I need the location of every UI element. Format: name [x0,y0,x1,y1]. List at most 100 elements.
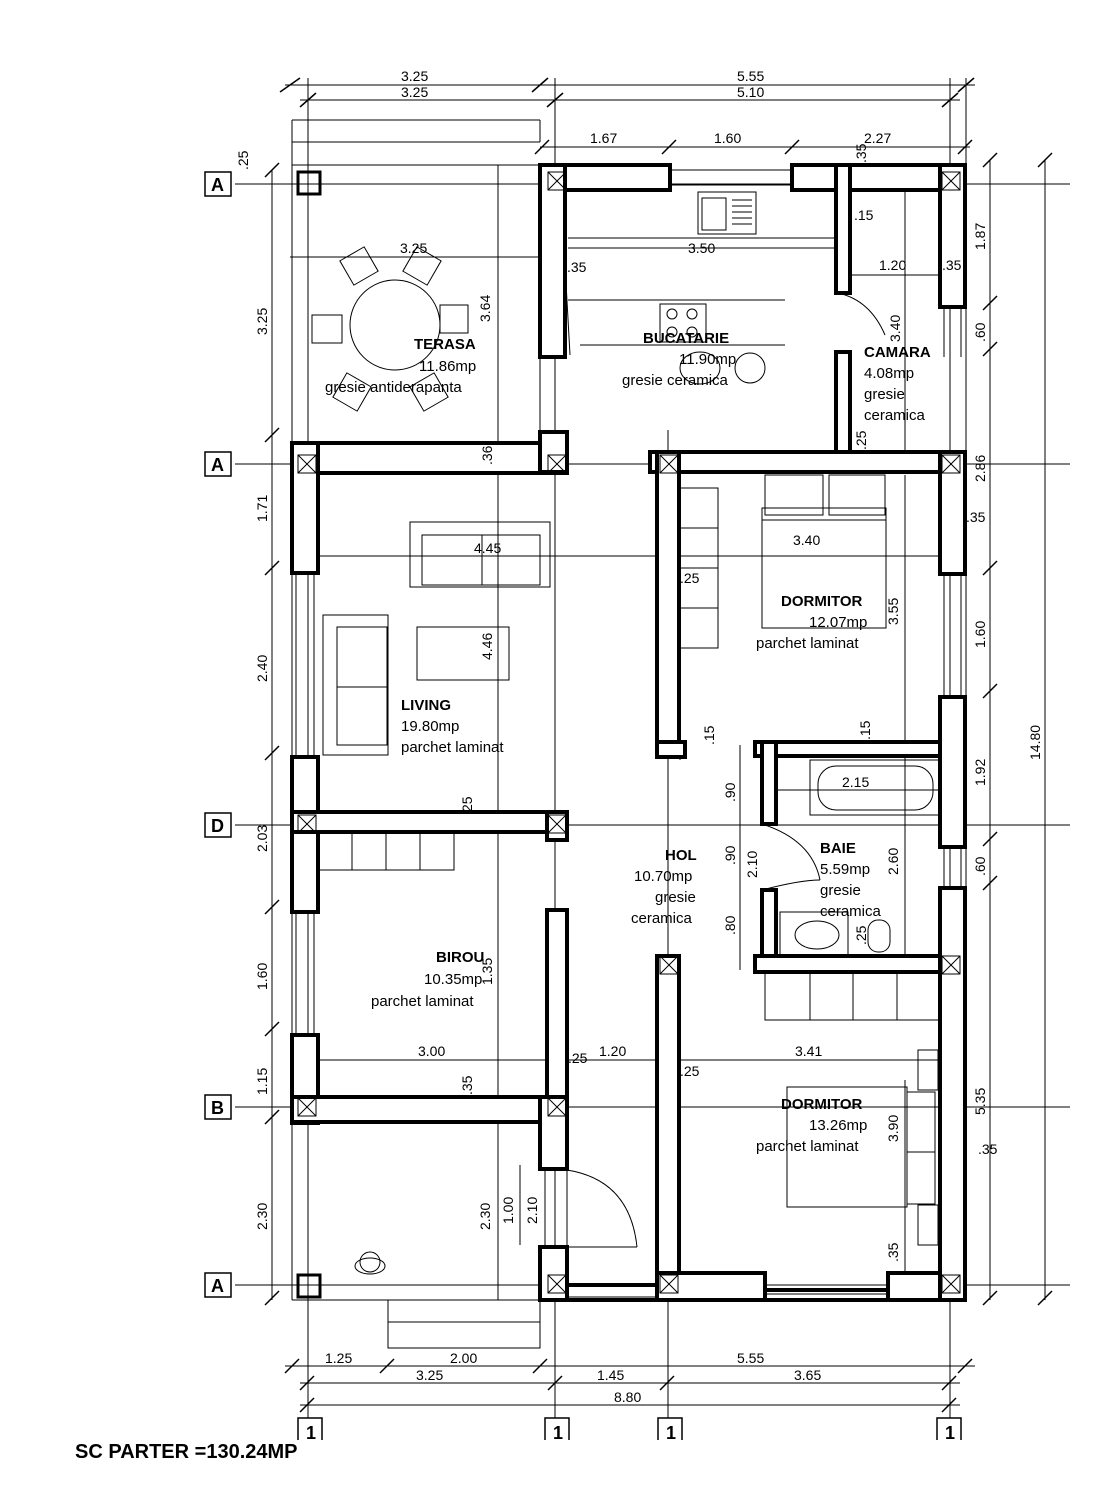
dim-bottom-2b: 1.45 [597,1367,624,1383]
dim-bottom-2a: 3.25 [416,1367,443,1383]
dim-l25: 25 [459,796,475,812]
room-floor-dormitor2: parchet laminat [756,1138,859,1155]
dim-terasa-h: 3.64 [477,295,493,322]
dim-h25: .25 [680,570,700,586]
dim-terasa-w: 3.25 [400,240,427,256]
dim-living-h: 4.46 [479,633,495,660]
dim-bottom-total: 8.80 [614,1389,641,1405]
dim-h15a: .15 [701,725,717,745]
dim-bottom-1c: 5.55 [737,1350,764,1366]
grid-label-d: D [211,816,224,836]
dim-left-3: 2.40 [254,655,270,682]
dim-k35: .35 [567,259,587,275]
grid-label-a3: A [211,1276,224,1296]
dim-e100: 1.00 [500,1197,516,1224]
room-area-birou: 10.35mp [424,971,482,988]
dim-right-3: 2.86 [972,455,988,482]
room-name-birou: BIROU [436,949,484,966]
dim-left-1: 3.25 [254,308,270,335]
dim-h90a: .90 [722,782,738,802]
dim-left-5: 1.60 [254,963,270,990]
dim-bottom-2c: 3.65 [794,1367,821,1383]
dim-top35: .35 [853,143,869,163]
grid-labels: A A D B A 1 1 1 1 [211,175,955,1440]
room-area-dormitor1: 12.07mp [809,614,867,631]
dim-d2-390: 3.90 [885,1115,901,1142]
room-floor2-camara: ceramica [864,407,926,424]
dim-top-3a: 1.67 [590,130,617,146]
furniture [311,191,941,1275]
room-name-camara: CAMARA [864,344,931,361]
dim-bi35: .35 [459,1075,475,1095]
room-name-hol: HOL [665,847,697,864]
grid-label-1d: 1 [945,1423,955,1440]
doors [564,264,886,1248]
room-area-living: 19.80mp [401,718,459,735]
dim-c120: 1.20 [879,257,906,273]
dimension-lines [264,77,1053,1413]
dim-bi25: .25 [568,1050,588,1066]
grid-label-b: B [211,1098,224,1118]
room-name-dormitor1: DORMITOR [781,593,863,610]
room-floor-living: parchet laminat [401,739,504,756]
room-name-bucatarie: BUCATARIE [643,330,729,347]
dim-d1-w: 3.40 [793,532,820,548]
dim-right-2: .60 [972,322,988,342]
floor-area-summary: SC PARTER =130.24MP [75,1441,298,1463]
dim-bi135: 1.35 [479,958,495,985]
room-floor-terasa: gresie antiderapanta [325,379,462,396]
dim-bottom-1a: 1.25 [325,1350,352,1366]
dim-top-2a: 3.25 [401,84,428,100]
dim-d2-w: 3.41 [795,1043,822,1059]
grid-label-1c: 1 [666,1423,676,1440]
dim-t25: .25 [235,150,251,170]
dim-d1-35: .35 [966,509,986,525]
dim-d2-35: .35 [978,1141,998,1157]
dim-left-7: 2.30 [254,1203,270,1230]
dim-h90b: .90 [722,845,738,865]
room-area-bucatarie: 11.90mp [679,351,736,368]
dim-left-6: 1.15 [254,1068,270,1095]
dim-h25b: .25 [680,1063,700,1079]
dim-c35: .35 [942,257,962,273]
dim-h15b: .15 [857,720,873,740]
dim-top-1a: 3.25 [401,68,428,84]
dim-top-1b: 5.55 [737,68,764,84]
room-floor-bucatarie: gresie ceramica [622,372,729,389]
dim-c25: .25 [853,430,869,450]
dim-living-w: 4.45 [474,540,501,556]
dim-right-5: 1.92 [972,759,988,786]
grid-label-boxes [204,171,962,1440]
dim-right-total: 14.80 [1027,725,1043,760]
room-area-camara: 4.08mp [864,365,914,382]
windows [295,169,962,1298]
dim-b260: 2.60 [885,848,901,875]
dim-top-2b: 5.10 [737,84,764,100]
room-floor1-baie: gresie [820,882,861,899]
dim-kitchen-w: 3.50 [688,240,715,256]
grid-label-a2: A [211,455,224,475]
dim-b215: 2.15 [842,774,869,790]
room-name-dormitor2: DORMITOR [781,1096,863,1113]
room-area-dormitor2: 13.26mp [809,1117,867,1134]
dim-left-2: 1.71 [254,495,270,522]
dim-right-4: 1.60 [972,621,988,648]
room-area-terasa: 11.86mp [419,358,476,375]
dim-k340: 3.40 [887,315,903,342]
room-floor2-hol: ceramica [631,910,693,927]
dim-h120: 1.20 [599,1043,626,1059]
dim-right-1: 1.87 [972,223,988,250]
grid-label-a1: A [211,175,224,195]
room-floor-birou: parchet laminat [371,993,474,1010]
walls [290,163,967,1302]
dim-l36: .36 [479,445,495,465]
dim-d2-35b: .35 [885,1242,901,1262]
dim-b25: .25 [853,925,869,945]
dim-right-6: .60 [972,856,988,876]
dim-top-3c: 2.27 [864,130,891,146]
floor-plan-drawing: A A D B A 1 1 1 1 TERASA 11.86mp gresie … [204,68,1070,1440]
dimension-labels: 3.25 5.55 3.25 5.10 1.67 1.60 2.27 1.25 … [235,68,1043,1405]
dim-bi-w: 3.00 [418,1043,445,1059]
dim-bottom-1b: 2.00 [450,1350,477,1366]
dim-left-4: 2.03 [254,825,270,852]
